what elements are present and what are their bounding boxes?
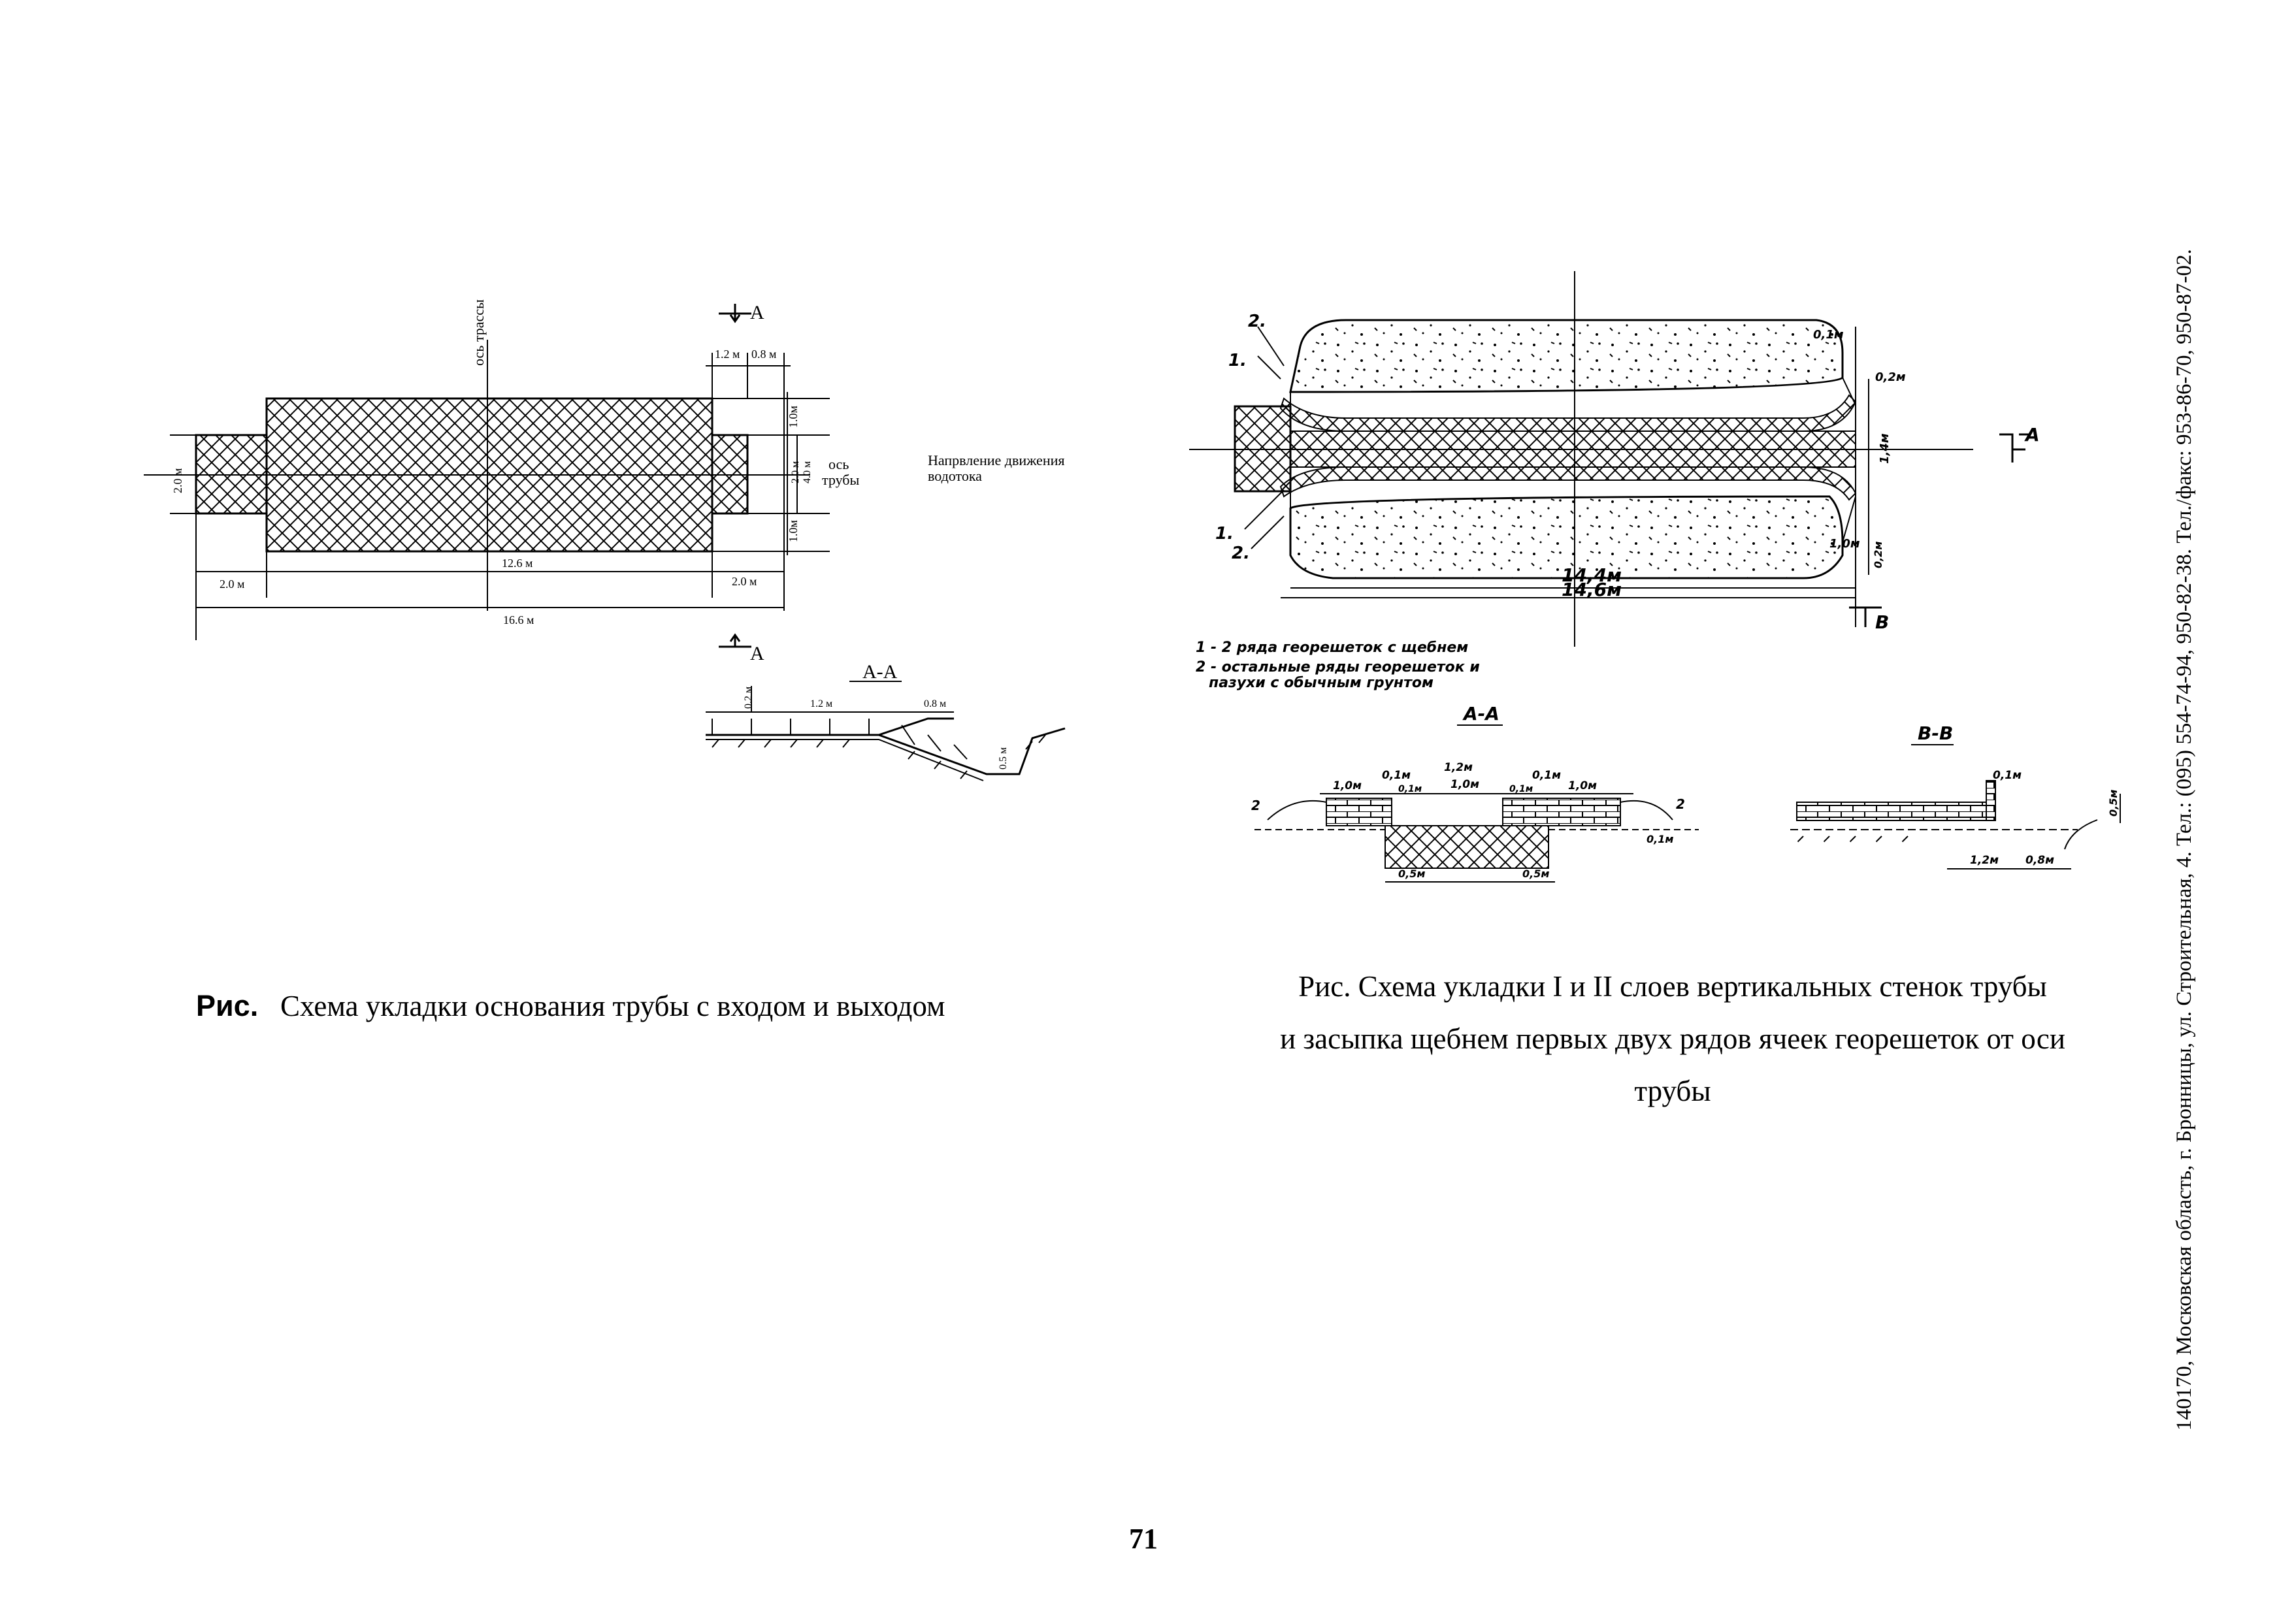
section-dim-mid: 1.2 м [810,698,832,709]
bb-d05: 0,5м [2107,790,2120,817]
flow-direction-1: Напрвление движения [928,452,1064,468]
legend-2b: пазухи с обычным грунтом [1209,675,1434,691]
callout-1-top: 1. [1228,351,1247,370]
dim-bottom-left: 2.0 м [220,577,244,591]
pipe-axis-label-1: ось [828,456,849,472]
callout-2-top: 2. [1248,312,1266,331]
dim-bottom-total: 16.6 м [503,613,534,626]
right-section-bb: В-В 0,1м 0,5м 1,2м 0,8м [1790,723,2121,869]
section-bb-title: В-В [1918,723,1953,744]
geogrid-band-lower [1279,466,1857,501]
callout-1-bottom: 1. [1215,524,1234,544]
geogrid-band-upper [1279,394,1857,432]
right-plan: 2. 1. 1. 2. 0,1м 0,2м 1,4м 1,0м 0,2м 14,… [1189,271,2040,691]
bb-d12: 1,2м [1970,854,1999,867]
caption-right-line-3: трубы [1634,1075,1711,1107]
section-aa-title-right: А-А [1462,703,1499,724]
page-number: 71 [1129,1523,1158,1555]
section-dim-vertical: 0.2 м [743,687,754,709]
dim-right-2a: 2.0 м [790,461,801,483]
aa-d01-right-b: 0,1м [1509,784,1533,794]
dim-left-height: 2.0 м [171,468,184,493]
dim-top-2: 0.8 м [751,348,776,361]
caption-left: Рис. Схема укладки основания трубы с вхо… [196,980,945,1032]
flow-direction-2: водотока [928,468,982,484]
aa-callout-2-left: 2 [1251,798,1260,813]
aa-callout-2-right: 2 [1676,796,1685,812]
caption-right: Рис. Схема укладки I и II слоев вертикал… [1209,960,2137,1117]
dim-bottom-right: 2.0 м [732,575,757,588]
dim-length-1: 14,4м [1562,564,1622,586]
lower-fill-zone [1289,495,1844,579]
bb-d01: 0,1м [1993,769,2022,782]
aa-d05-left: 0,5м [1398,868,1425,880]
dim-02-side: 0,2м [1872,542,1884,568]
aa-d12: 1,2м [1444,761,1473,774]
caption-left-prefix: Рис. [196,989,259,1022]
route-axis-label: ось трассы [470,299,487,366]
caption-right-line-2: и засыпка щебнем первых двух рядов ячеек… [1280,1022,2065,1055]
pipe-axis-label-2: трубы [822,472,859,488]
aa-d01-left-b: 0,1м [1398,784,1422,794]
section-mark-top: A [750,302,764,323]
section-b-mark: B [1875,611,1889,633]
section-dim-right: 0.8 м [924,698,946,709]
aa-d05-right: 0,5м [1522,868,1549,880]
bb-d08: 0,8м [2025,854,2054,867]
section-aa-title-left: A-A [862,661,898,683]
upper-fill-zone [1289,319,1844,393]
dim-right-1: 1.0м [787,406,800,428]
aa-d10-right: 1,0м [1568,779,1597,792]
legend-1: 1 - 2 ряда георешеток с щебнем [1196,640,1468,656]
dim-right-2b: 4.0 м [802,461,813,483]
publisher-address-sidebar: 140170, Московская область, г. Бронницы,… [2172,249,2196,1431]
caption-left-text: Схема укладки основания трубы с входом и… [280,990,945,1022]
aa-d01-right: 0,1м [1532,769,1561,782]
aa-d10-mid: 1,0м [1450,778,1479,791]
right-section-aa: А-А 1,0м 0,1м 0,1м 1,2м 1,0м 0,1м 0,1м 1… [1251,703,1699,883]
dim-02: 0,2м [1875,370,1906,384]
section-mark-bottom: A [750,643,764,664]
left-plan: ось трассы A A 1.2 м 0.8 м 2.0 м 1.0м 2.… [144,299,1064,664]
section-dim-slope: 0.5 м [998,747,1009,770]
dim-length-2: 14,6м [1562,579,1622,600]
caption-right-line-1: Рис. Схема укладки I и II слоев вертикал… [1298,970,2047,1003]
dim-14-side: 1,4м [1878,433,1892,464]
legend-2a: 2 - остальные ряды георешеток и [1196,659,1480,675]
aa-d01-far: 0,1м [1647,833,1673,845]
left-section-aa: A-A 0.2 м 1.2 м 0.8 м 0.5 м [706,661,1066,781]
aa-d10-left: 1,0м [1333,779,1362,792]
dim-right-3: 1.0м [787,520,800,542]
section-a-mark: A [2024,424,2040,446]
dim-01-top: 0,1м [1813,328,1844,342]
callout-2-bottom: 2. [1232,544,1250,563]
dim-bottom-center: 12.6 м [502,557,533,570]
dim-top-1: 1.2 м [715,348,740,361]
aa-d01-left: 0,1м [1382,769,1411,782]
dim-10-side: 1,0м [1829,537,1860,551]
